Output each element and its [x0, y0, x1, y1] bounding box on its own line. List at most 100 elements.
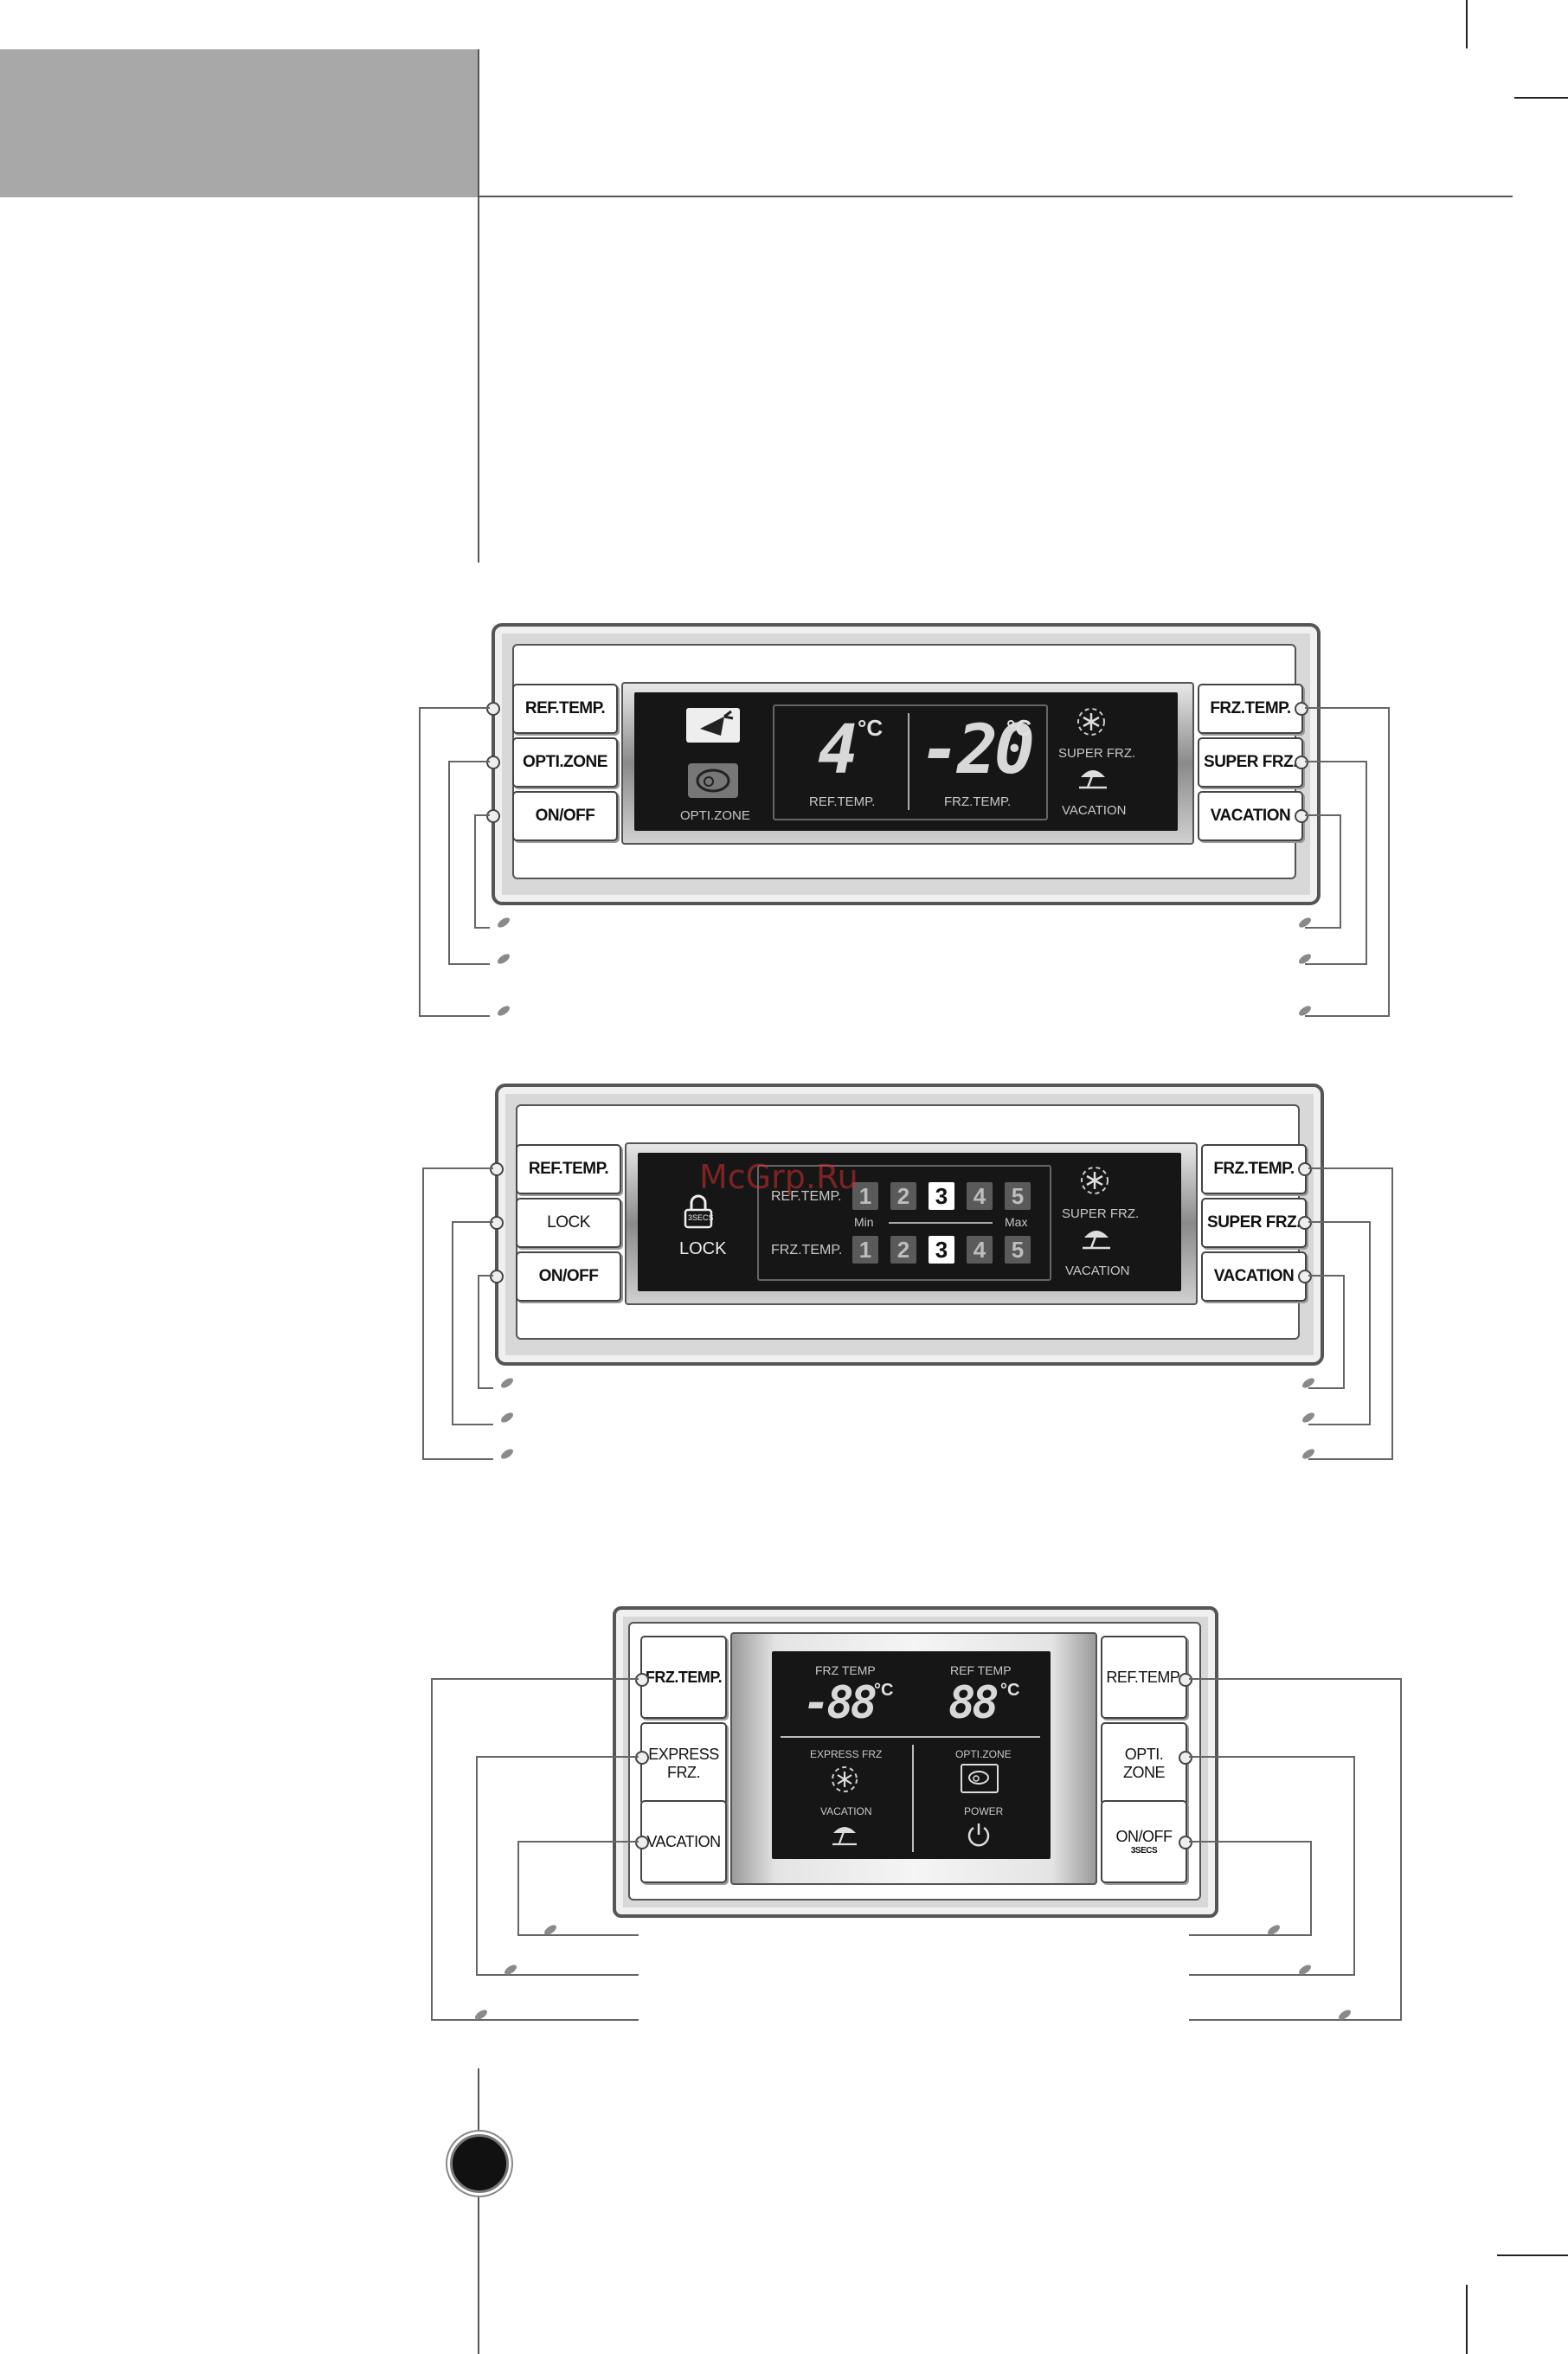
callout-line	[1189, 1678, 1402, 2021]
callout-dot	[1298, 1270, 1312, 1283]
ref-level-1: 1	[852, 1182, 878, 1210]
crop-mark	[1466, 2285, 1468, 2354]
callout-line	[422, 1167, 493, 1460]
super-frz-lcd-label: SUPER FRZ.	[1062, 1206, 1140, 1221]
vacation-button[interactable]: VACATION	[1198, 791, 1303, 841]
frz-level-2: 2	[890, 1236, 916, 1264]
optizone-lcd-label: OPTI.ZONE	[955, 1748, 1012, 1760]
frz-temp-lcd-label: FRZ.TEMP.	[944, 794, 1012, 809]
callout-end	[499, 1447, 515, 1461]
callout-dot	[635, 1673, 649, 1687]
callout-end	[496, 916, 511, 929]
callout-dot	[490, 1270, 504, 1283]
on-off-label: ON/OFF	[1115, 1827, 1173, 1845]
callout-dot	[1295, 809, 1308, 823]
callout-line	[1305, 761, 1367, 965]
header-grey-block	[0, 49, 479, 197]
max-label: Max	[1005, 1215, 1028, 1229]
lock-button[interactable]: LOCK	[516, 1198, 621, 1248]
vacation-button[interactable]: VACATION	[1201, 1251, 1307, 1302]
express-frz-icon	[829, 1764, 860, 1799]
callout-dot	[1298, 1162, 1312, 1176]
callout-line	[1308, 1275, 1345, 1389]
callout-line	[452, 1221, 493, 1425]
frz-temp-digits: -88	[803, 1677, 877, 1729]
frz-level-1: 1	[852, 1236, 878, 1264]
on-off-button[interactable]: ON/OFF 3SECS	[1101, 1800, 1187, 1883]
callout-line	[474, 814, 490, 929]
callout-line	[476, 1756, 639, 1976]
on-off-button[interactable]: ON/OFF	[512, 791, 618, 841]
callout-dot	[486, 756, 500, 769]
margin-rule-top	[478, 49, 479, 563]
callout-line	[1189, 1756, 1355, 1976]
callout-dot	[1179, 1673, 1192, 1687]
vacation-umbrella-icon	[1076, 765, 1110, 795]
frz-temp-digits: -20	[920, 711, 1035, 789]
callout-line	[1305, 814, 1341, 929]
ref-temp-button[interactable]: REF.TEMP.	[1101, 1636, 1187, 1719]
frz-unit: °C	[1006, 715, 1032, 741]
temp-window	[773, 704, 1048, 820]
callout-dot	[486, 809, 500, 823]
callout-dot	[635, 1751, 649, 1765]
callout-dot	[635, 1836, 649, 1849]
optizone-lcd-label: OPTI.ZONE	[680, 808, 750, 823]
callout-dot	[1179, 1751, 1192, 1765]
super-frz-icon	[1077, 1163, 1112, 1202]
callout-line	[419, 707, 490, 1017]
lcd-divider-h	[781, 1736, 1040, 1738]
min-label: Min	[854, 1215, 874, 1229]
ref-unit: °C	[1000, 1681, 1020, 1700]
optizone-meat-icon	[688, 763, 738, 798]
super-frz-button[interactable]: SUPER FRZ.	[1198, 737, 1303, 788]
on-off-button[interactable]: ON/OFF	[516, 1251, 621, 1302]
page-number-bullet	[450, 2134, 509, 2193]
callout-line	[1308, 1167, 1393, 1460]
frz-temp-button[interactable]: FRZ.TEMP.	[1201, 1144, 1307, 1194]
opti-zone-button[interactable]: OPTI.ZONE	[512, 737, 618, 788]
super-frz-button[interactable]: SUPER FRZ.	[1201, 1198, 1307, 1248]
express-frz-lcd-label: EXPRESS FRZ	[810, 1748, 883, 1760]
ref-unit: °C	[858, 715, 884, 741]
frz-unit: °C	[874, 1681, 894, 1700]
callout-dot	[1295, 756, 1308, 769]
crop-mark	[1466, 0, 1468, 48]
power-lcd-label: POWER	[964, 1805, 1004, 1817]
margin-rule-bottom	[478, 2068, 479, 2354]
ref-temp-button[interactable]: REF.TEMP.	[512, 684, 618, 734]
vacation-umbrella-icon	[1079, 1225, 1114, 1256]
callout-line	[448, 761, 490, 965]
frz-temp-button[interactable]: FRZ.TEMP.	[640, 1636, 727, 1719]
vacation-umbrella-icon	[829, 1821, 860, 1851]
on-off-3secs: 3SECS	[1130, 1845, 1158, 1856]
callout-end	[496, 1004, 511, 1018]
vegetable-icon	[686, 708, 740, 743]
frz-level-3: 3	[929, 1236, 954, 1264]
callout-dot	[1298, 1216, 1312, 1230]
ref-temp-button[interactable]: REF.TEMP.	[516, 1144, 621, 1194]
vacation-lcd-label: VACATION	[820, 1805, 872, 1817]
optizone-meat-icon	[961, 1764, 999, 1793]
callout-end	[496, 952, 511, 966]
ref-temp-digits: 88	[948, 1677, 999, 1729]
crop-mark	[1497, 2254, 1568, 2256]
ref-temp-lcd-label: REF.TEMP.	[809, 794, 876, 809]
frz-temp-button[interactable]: FRZ.TEMP.	[1198, 684, 1303, 734]
ref-level-3: 3	[929, 1182, 954, 1210]
callout-dot	[486, 702, 500, 716]
crop-mark	[1514, 97, 1568, 99]
vacation-button[interactable]: VACATION	[640, 1800, 727, 1883]
watermark: McGrp.Ru	[699, 1158, 858, 1196]
lcd-display: 3SECS LOCK REF.TEMP. FRZ.TEMP. Min Max 1…	[638, 1153, 1181, 1291]
header-rule	[479, 196, 1513, 197]
ref-level-2: 2	[890, 1182, 916, 1210]
express-frz-button[interactable]: EXPRESS FRZ.	[640, 1722, 727, 1805]
opti-zone-button[interactable]: OPTI. ZONE	[1101, 1722, 1187, 1805]
callout-end	[499, 1411, 515, 1425]
level-window	[757, 1165, 1051, 1281]
callout-line	[1189, 1841, 1312, 1936]
super-frz-lcd-label: SUPER FRZ.	[1058, 746, 1136, 761]
frz-level-5: 5	[1005, 1236, 1031, 1264]
callout-dot	[1295, 702, 1308, 716]
